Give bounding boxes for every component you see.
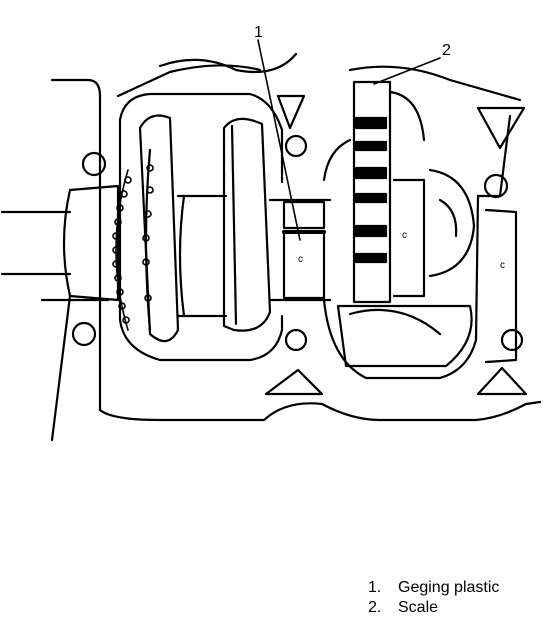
svg-text:c: c [298, 254, 303, 265]
bearing-cap: c [336, 168, 505, 368]
svg-text:c: c [402, 230, 407, 241]
callout-1-label: 1 [254, 24, 263, 41]
engine-block [40, 52, 542, 422]
block-webs [264, 94, 528, 396]
svg-text:c: c [500, 260, 505, 271]
legend-label: Scale [398, 599, 439, 616]
legend-item-scale: 2. Scale [368, 598, 499, 618]
legend-item-gaging-plastic: 1. Geging plastic [368, 578, 499, 598]
timing-gear [112, 164, 154, 331]
bolt-holes [71, 134, 524, 352]
crankshaft-end [0, 184, 120, 442]
legend: 1. Geging plastic 2. Scale [368, 578, 499, 618]
legend-label: Geging plastic [398, 579, 500, 596]
gaging-plastic: c [282, 200, 326, 300]
crank-webs [138, 114, 332, 343]
callout-2-label: 2 [442, 42, 451, 59]
crankshaft-diagram: c c c [0, 39, 542, 442]
scale: c [352, 80, 426, 304]
leader-lines [257, 39, 441, 241]
legend-number: 1. [368, 579, 382, 596]
legend-number: 2. [368, 599, 382, 616]
